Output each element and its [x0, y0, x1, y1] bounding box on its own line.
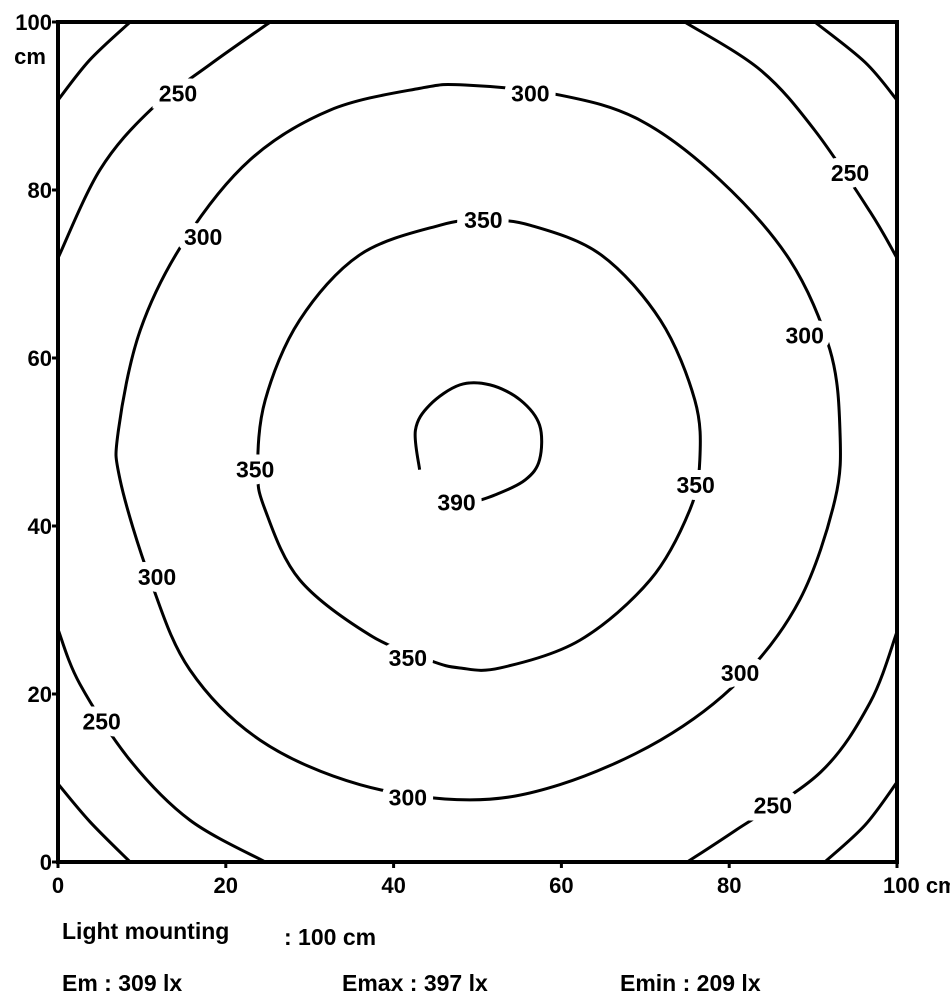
contour-label-250: 250 [159, 80, 197, 106]
contour-label-350: 350 [676, 472, 714, 498]
y-tick-label: 0 [40, 850, 52, 875]
y-tick-label: 20 [28, 682, 52, 707]
mounting-label: Light mounting [62, 918, 230, 944]
y-unit-label: cm [14, 44, 46, 69]
contour-label-250: 250 [754, 793, 792, 819]
y-tick-label: 60 [28, 346, 52, 371]
contour-labels: 390 350 350 350 350 300 300 300 300 300 300 250 250 2… [75, 73, 876, 825]
contour-edge-line [56, 20, 132, 102]
contour-label-390: 390 [437, 489, 475, 515]
plot-frame [56, 20, 899, 864]
em-value: Em : 309 lx [62, 970, 183, 996]
contour-250-line [686, 631, 899, 864]
contour-300-line [114, 82, 843, 802]
contour-label-250: 250 [82, 709, 120, 735]
contour-250-line [683, 20, 899, 259]
contour-label-300: 300 [138, 564, 176, 590]
contour-lines [56, 20, 899, 864]
contour-edge-line [823, 781, 899, 864]
contour-label-300: 300 [511, 80, 549, 106]
contour-label-300: 300 [786, 322, 824, 348]
contour-label-350: 350 [236, 457, 274, 483]
contour-250-line [56, 20, 272, 259]
emax-value: Emax : 397 lx [342, 970, 488, 996]
contour-label-350: 350 [389, 645, 427, 671]
x-tick-label: 80 [717, 873, 741, 898]
mounting-value: : 100 cm [284, 924, 377, 950]
contour-edge-line [813, 20, 899, 102]
x-tick-label: 40 [381, 873, 405, 898]
emin-value: Emin : 209 lx [620, 970, 761, 996]
x-tick-label: 60 [549, 873, 573, 898]
isolux-contour-chart: 390 350 350 350 350 300 300 300 300 300 300 250 250 2… [14, 10, 950, 898]
contour-390-line [413, 381, 544, 507]
contour-label-300: 300 [721, 660, 759, 686]
axes: 0 20 40 60 80 100 cm 0 20 40 60 80 100 cm [14, 10, 950, 898]
y-tick-label: 80 [28, 178, 52, 203]
contour-label-350: 350 [464, 207, 502, 233]
contour-250-line [56, 628, 266, 864]
x-tick-label: 20 [214, 873, 238, 898]
y-tick-label: 40 [28, 514, 52, 539]
contour-label-300: 300 [184, 224, 222, 250]
contour-label-300: 300 [389, 784, 427, 810]
contour-label-250: 250 [831, 160, 869, 186]
contour-edge-line [56, 782, 132, 864]
x-tick-label: 0 [52, 873, 64, 898]
y-tick-label: 100 [15, 10, 52, 35]
x-tick-label: 100 cm [883, 873, 950, 898]
contour-350-line [256, 218, 702, 672]
